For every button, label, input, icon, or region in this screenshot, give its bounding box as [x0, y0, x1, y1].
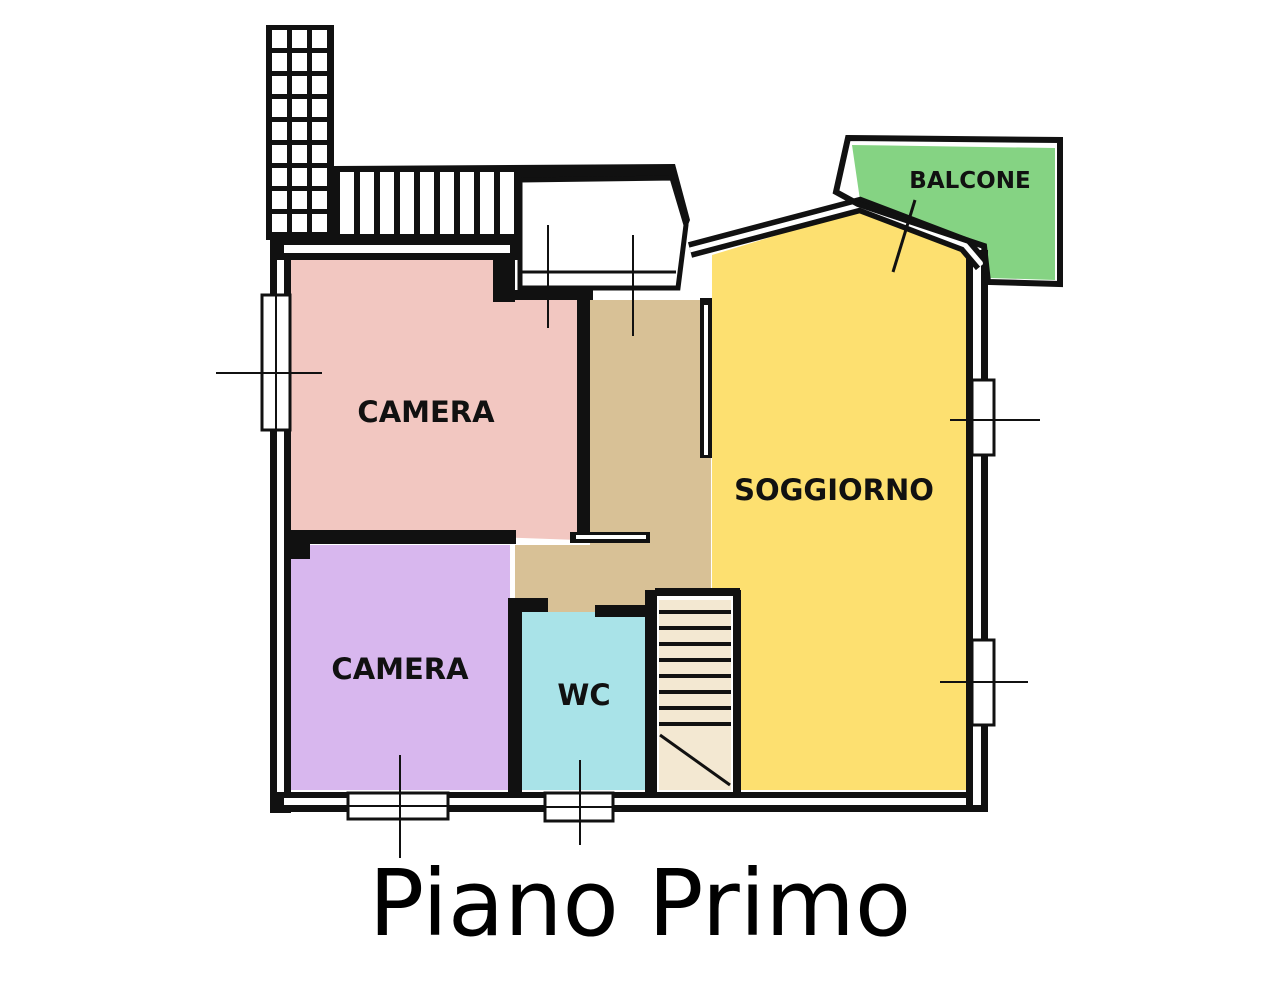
- wall-wc-top-right: [595, 605, 653, 617]
- external-stair-cell: [272, 145, 287, 163]
- external-stair-cell: [292, 214, 307, 232]
- terrace-slat: [500, 172, 514, 234]
- external-stair-cell: [292, 122, 307, 140]
- interior-walls: [288, 298, 741, 796]
- external-stair-cell: [292, 191, 307, 209]
- label-camera-bottom: CAMERA: [331, 652, 469, 686]
- wall-camera-wc: [508, 598, 522, 796]
- bottom-wall-inner: [284, 798, 978, 805]
- external-stair-cell: [272, 53, 287, 71]
- stair-diagonal: [659, 733, 731, 787]
- label-wc: WC: [557, 678, 610, 712]
- terrace-slat: [460, 172, 474, 234]
- external-stair-cell: [292, 145, 307, 163]
- terrace-slat: [340, 172, 354, 234]
- wall-stairs-top: [655, 588, 740, 596]
- terrace-slat: [480, 172, 494, 234]
- external-stair-cell: [312, 30, 327, 48]
- external-stair-cell: [312, 99, 327, 117]
- external-stairs: [266, 25, 690, 336]
- window-right-top: [970, 378, 996, 457]
- stair-treads: [659, 610, 731, 726]
- corridor-wall-inner: [704, 305, 708, 455]
- terrace-slat: [420, 172, 434, 234]
- external-stair-cell: [292, 168, 307, 186]
- balcone-pointer: [891, 199, 917, 273]
- notch-bottom-wall: [493, 290, 593, 300]
- external-stair-cell: [272, 168, 287, 186]
- room-camera-bottom-fill: [291, 545, 510, 790]
- room-balcone-fill: [852, 145, 1055, 280]
- external-stair-cell: [272, 99, 287, 117]
- label-soggiorno: SOGGIORNO: [734, 473, 934, 507]
- terrace-slat: [440, 172, 454, 234]
- external-stair-grid: [272, 30, 327, 232]
- room-soggiorno-fill: [712, 210, 972, 790]
- label-camera-top: CAMERA: [357, 395, 495, 429]
- external-stair-cell: [292, 30, 307, 48]
- room-camera-top-fill: [291, 260, 578, 540]
- external-stair-cell: [312, 168, 327, 186]
- terrace-slat: [360, 172, 374, 234]
- terrace-slat: [400, 172, 414, 234]
- terrace-box: [517, 175, 689, 291]
- external-stair-cell: [312, 53, 327, 71]
- balcone-outline: [832, 134, 1063, 288]
- plan-title: Piano Primo: [369, 850, 911, 957]
- staircase: [659, 600, 731, 790]
- external-stair-cell: [312, 122, 327, 140]
- external-stair-cell: [312, 214, 327, 232]
- terrace-slat: [380, 172, 394, 234]
- external-stair-cell: [272, 30, 287, 48]
- right-wall-inner: [973, 265, 981, 805]
- wall-stub-horizontal-inner: [576, 535, 646, 539]
- label-balcone: BALCONE: [909, 168, 1030, 194]
- wall-camera-disimpegno: [577, 298, 590, 540]
- room-disimpegno-fill: [515, 300, 711, 612]
- external-stair-cell: [312, 145, 327, 163]
- external-stair-cell: [312, 191, 327, 209]
- windows: [216, 293, 1040, 858]
- external-stair-cell: [272, 76, 287, 94]
- external-stair-cell: [292, 53, 307, 71]
- external-stair-cell: [272, 122, 287, 140]
- room-wc-fill: [520, 612, 647, 790]
- wall-stairs-right: [733, 590, 741, 795]
- left-wall-inner: [277, 250, 284, 800]
- external-stair-cell: [272, 214, 287, 232]
- terrace-slats: [340, 172, 514, 234]
- external-stair-cell: [292, 99, 307, 117]
- wall-between-cameras: [291, 530, 516, 544]
- wall-column: [288, 535, 310, 559]
- external-stair-cell: [292, 76, 307, 94]
- top-wall-left-inner: [284, 245, 510, 253]
- wall-wc-stairs: [645, 590, 657, 795]
- external-stair-cell: [312, 76, 327, 94]
- wall-wc-top-left: [508, 598, 548, 612]
- external-stair-cell: [272, 191, 287, 209]
